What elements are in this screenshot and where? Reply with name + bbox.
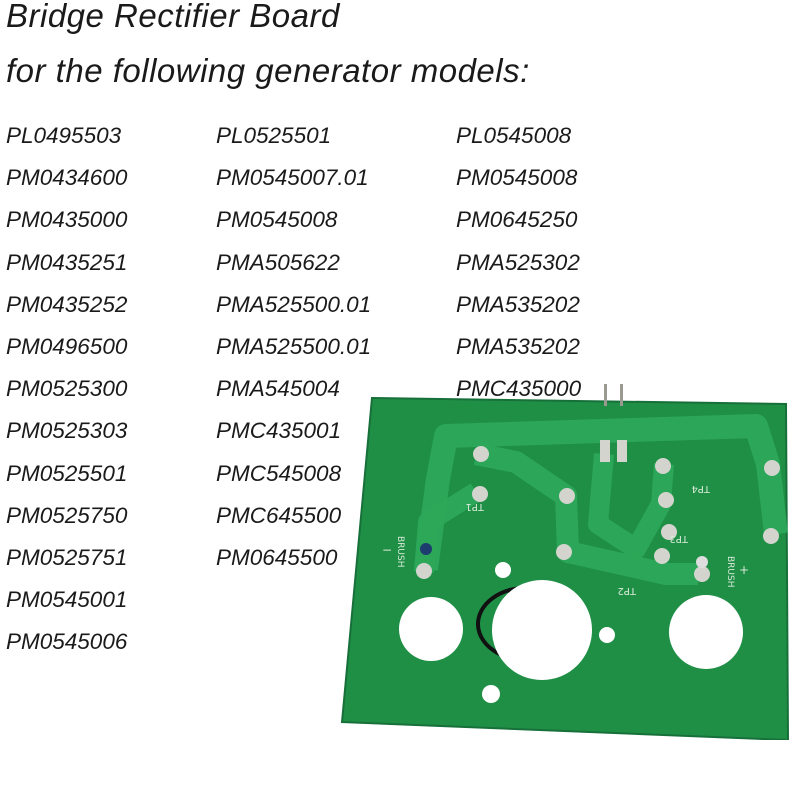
model-item: PMA535202 (456, 291, 580, 317)
brush-plus-terminal (696, 556, 708, 568)
model-item: PM0525300 (6, 376, 128, 402)
model-item: PMC545008 (216, 460, 342, 486)
model-item: PM0525303 (6, 418, 128, 444)
page-subtitle: for the following generator models: (6, 52, 530, 89)
label-tp3: TP3 (669, 533, 689, 544)
mount-hole (492, 580, 592, 680)
label-tp4: TP4 (691, 483, 711, 494)
model-item: PM0525501 (6, 460, 128, 486)
model-column-2: PL0525501 PM0545007.01 PM0545008 PMA5056… (216, 122, 371, 586)
model-item: PM0434600 (6, 165, 128, 191)
model-item: PM0545001 (6, 587, 128, 613)
pcb-board (340, 396, 790, 740)
model-column-3: PL0545008 PM0545008 PM0645250 PMA525302 … (456, 122, 581, 417)
model-item: PM0545008 (456, 165, 578, 191)
watermark: 豆包AI生成 (695, 759, 774, 775)
solder-pad (655, 458, 671, 474)
model-item: PM0545007.01 (216, 165, 369, 191)
solder-pad (764, 460, 780, 476)
model-item: PMA525302 (456, 249, 580, 275)
label-minus: − (382, 543, 392, 557)
solder-pad (473, 446, 489, 462)
label-plus: + (739, 563, 749, 577)
label-tp1: TP1 (465, 501, 485, 512)
model-item: PM0545008 (216, 207, 338, 233)
trace (588, 453, 674, 559)
model-column-1: PL0495503 PM0434600 PM0435000 PM0435251 … (6, 122, 127, 670)
small-hole (482, 685, 500, 703)
rectifier-board-image: TP1 TP2 TP3 TP4 BRUSH − BRUSH + (340, 384, 790, 740)
model-item: PL0545008 (456, 123, 572, 148)
model-item: PM0545006 (6, 629, 128, 655)
mount-hole (399, 597, 463, 661)
model-item: PM0435251 (6, 249, 128, 275)
label-tp2: TP2 (617, 585, 637, 596)
model-item: PMC435001 (216, 418, 342, 444)
model-item: PM0645250 (456, 207, 578, 233)
model-item: PL0495503 (6, 123, 122, 148)
small-hole (495, 562, 511, 578)
model-item: PM0525751 (6, 544, 128, 570)
solder-pad (694, 566, 710, 582)
diode (600, 440, 610, 462)
model-item: PMA505622 (216, 249, 340, 275)
pin (604, 384, 607, 406)
solder-pad (658, 492, 674, 508)
model-item: PMC645500 (216, 502, 342, 528)
solder-pad (559, 488, 575, 504)
solder-pad (472, 486, 488, 502)
model-item: PM0525750 (6, 502, 128, 528)
model-item: PMC435000 (456, 376, 582, 402)
pin (620, 384, 623, 406)
model-item: PMA525500.01 (216, 291, 372, 317)
model-item: PMA545004 (216, 376, 340, 402)
model-item: PMA535202 (456, 333, 580, 359)
model-item: PL0525501 (216, 123, 332, 148)
page-title: Bridge Rectifier Board (6, 0, 340, 34)
diode (617, 440, 627, 462)
trace (414, 483, 482, 573)
solder-pad (661, 524, 677, 540)
model-item: PM0435000 (6, 207, 128, 233)
model-item: PMA525500.01 (216, 333, 372, 359)
solder-pad (654, 548, 670, 564)
solder-pad (763, 528, 779, 544)
model-item: PM0435252 (6, 291, 128, 317)
trace (473, 443, 698, 585)
brush-minus-terminal (420, 543, 432, 555)
label-brush-right: BRUSH (725, 556, 735, 588)
small-hole (599, 627, 615, 643)
mount-hole (669, 595, 743, 669)
model-item: PM0645500 (216, 544, 338, 570)
solder-pad (416, 563, 432, 579)
solder-pad (556, 544, 572, 560)
label-brush-left: BRUSH (395, 536, 405, 568)
model-item: PM0496500 (6, 333, 128, 359)
trace (414, 414, 788, 571)
